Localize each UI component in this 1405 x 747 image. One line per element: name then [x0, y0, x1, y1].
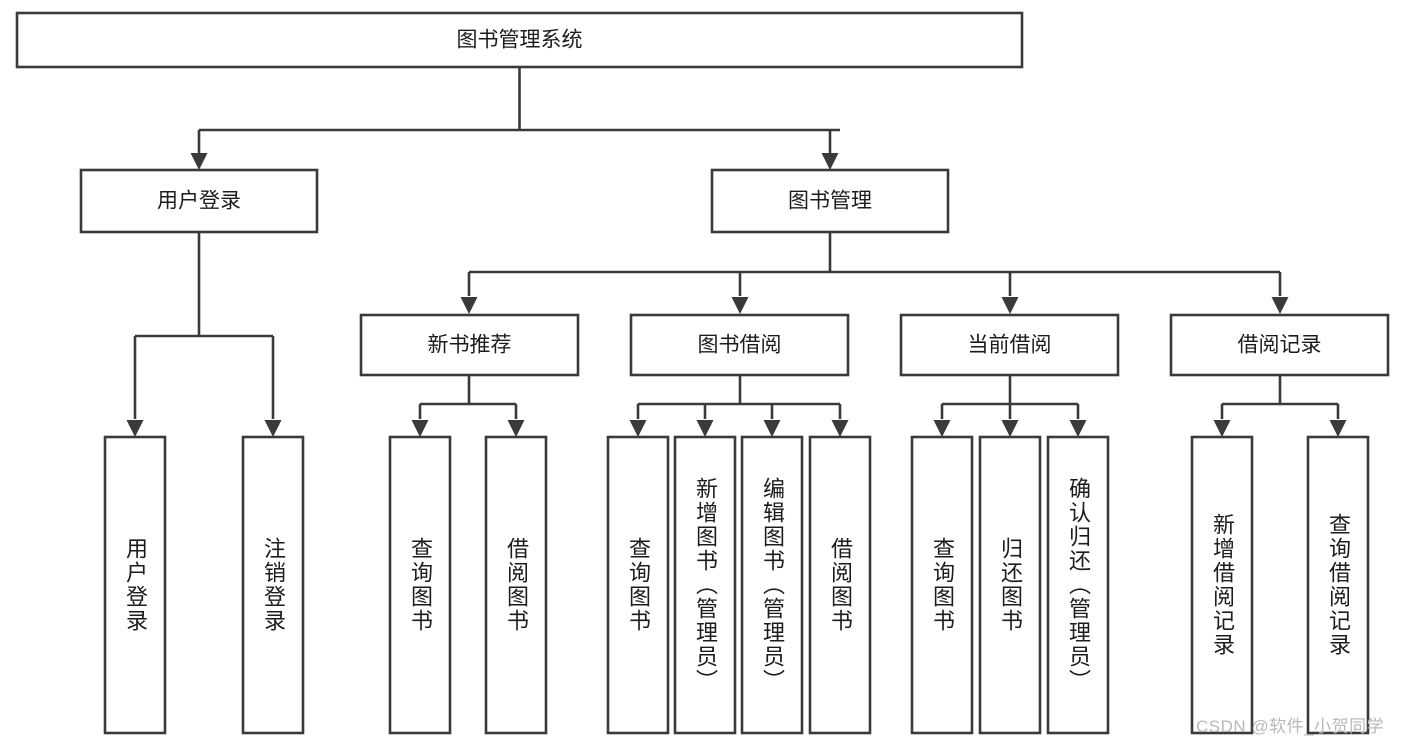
arrow-icon: [264, 420, 282, 437]
arrow-icon: [696, 420, 714, 437]
arrow-icon: [1001, 420, 1019, 437]
edges-user-login-to-leaves: [126, 232, 282, 437]
node-root-label: 图书管理系统: [457, 29, 583, 52]
leaf-box[interactable]: [808, 435, 872, 735]
arrow-icon: [831, 420, 849, 437]
arrow-icon: [411, 420, 429, 437]
node-user-login-label: 用户登录: [157, 190, 241, 213]
node-borrow-record[interactable]: 借阅记录: [1169, 313, 1390, 377]
edges-book-borrow-to-leaves: [629, 375, 849, 437]
node-current-borrow[interactable]: 当前借阅: [899, 313, 1120, 377]
leaf-boxes-borrow-record: [1190, 435, 1370, 735]
leaf-box[interactable]: [910, 435, 974, 735]
arrow-icon: [763, 420, 781, 437]
arrow-icon: [1213, 420, 1231, 437]
leaf-box[interactable]: [978, 435, 1042, 735]
leaf-box[interactable]: [1306, 435, 1370, 735]
node-new-book-recommend[interactable]: 新书推荐: [359, 313, 580, 377]
edges-new-book-to-leaves: [411, 375, 525, 437]
node-new-book-recommend-label: 新书推荐: [428, 334, 512, 357]
arrow-icon: [629, 420, 647, 437]
watermark-text: CSDN @软件_小贺同学: [1196, 717, 1385, 736]
edges-current-borrow-to-leaves: [933, 375, 1087, 437]
node-book-borrow[interactable]: 图书借阅: [629, 313, 850, 377]
leaf-boxes-current-borrow: [910, 435, 1110, 735]
arrow-icon: [126, 420, 144, 437]
leaf-box[interactable]: [740, 435, 804, 735]
edges-borrow-record-to-leaves: [1213, 375, 1347, 437]
arrow-icon: [190, 153, 208, 170]
leaf-boxes-user-login: [103, 435, 305, 735]
leaf-boxes-book-borrow: [606, 435, 872, 735]
leaf-box[interactable]: [606, 435, 670, 735]
leaf-box[interactable]: [484, 435, 548, 735]
leaf-box[interactable]: [1046, 435, 1110, 735]
arrow-icon: [460, 297, 478, 314]
leaf-box[interactable]: [673, 435, 737, 735]
node-borrow-record-label: 借阅记录: [1238, 334, 1322, 357]
leaf-box[interactable]: [103, 435, 167, 735]
arrow-icon: [933, 420, 951, 437]
edges-level2-to-level3: [460, 232, 1289, 314]
leaf-box[interactable]: [1190, 435, 1254, 735]
node-book-management[interactable]: 图书管理: [710, 168, 950, 234]
arrow-icon: [507, 420, 525, 437]
arrow-icon: [1001, 297, 1019, 314]
node-user-login[interactable]: 用户登录: [79, 168, 319, 234]
leaf-boxes-new-book-recommend: [388, 435, 548, 735]
node-current-borrow-label: 当前借阅: [968, 334, 1052, 357]
arrow-icon: [1329, 420, 1347, 437]
leaf-box[interactable]: [241, 435, 305, 735]
arrow-icon: [821, 153, 839, 170]
leaf-box[interactable]: [388, 435, 452, 735]
node-book-borrow-label: 图书借阅: [698, 334, 782, 357]
arrow-icon: [1271, 297, 1289, 314]
arrow-icon: [731, 297, 749, 314]
edges-root-to-level2: [190, 67, 840, 170]
node-root[interactable]: 图书管理系统: [15, 11, 1024, 69]
node-book-management-label: 图书管理: [788, 190, 872, 213]
arrow-icon: [1069, 420, 1087, 437]
